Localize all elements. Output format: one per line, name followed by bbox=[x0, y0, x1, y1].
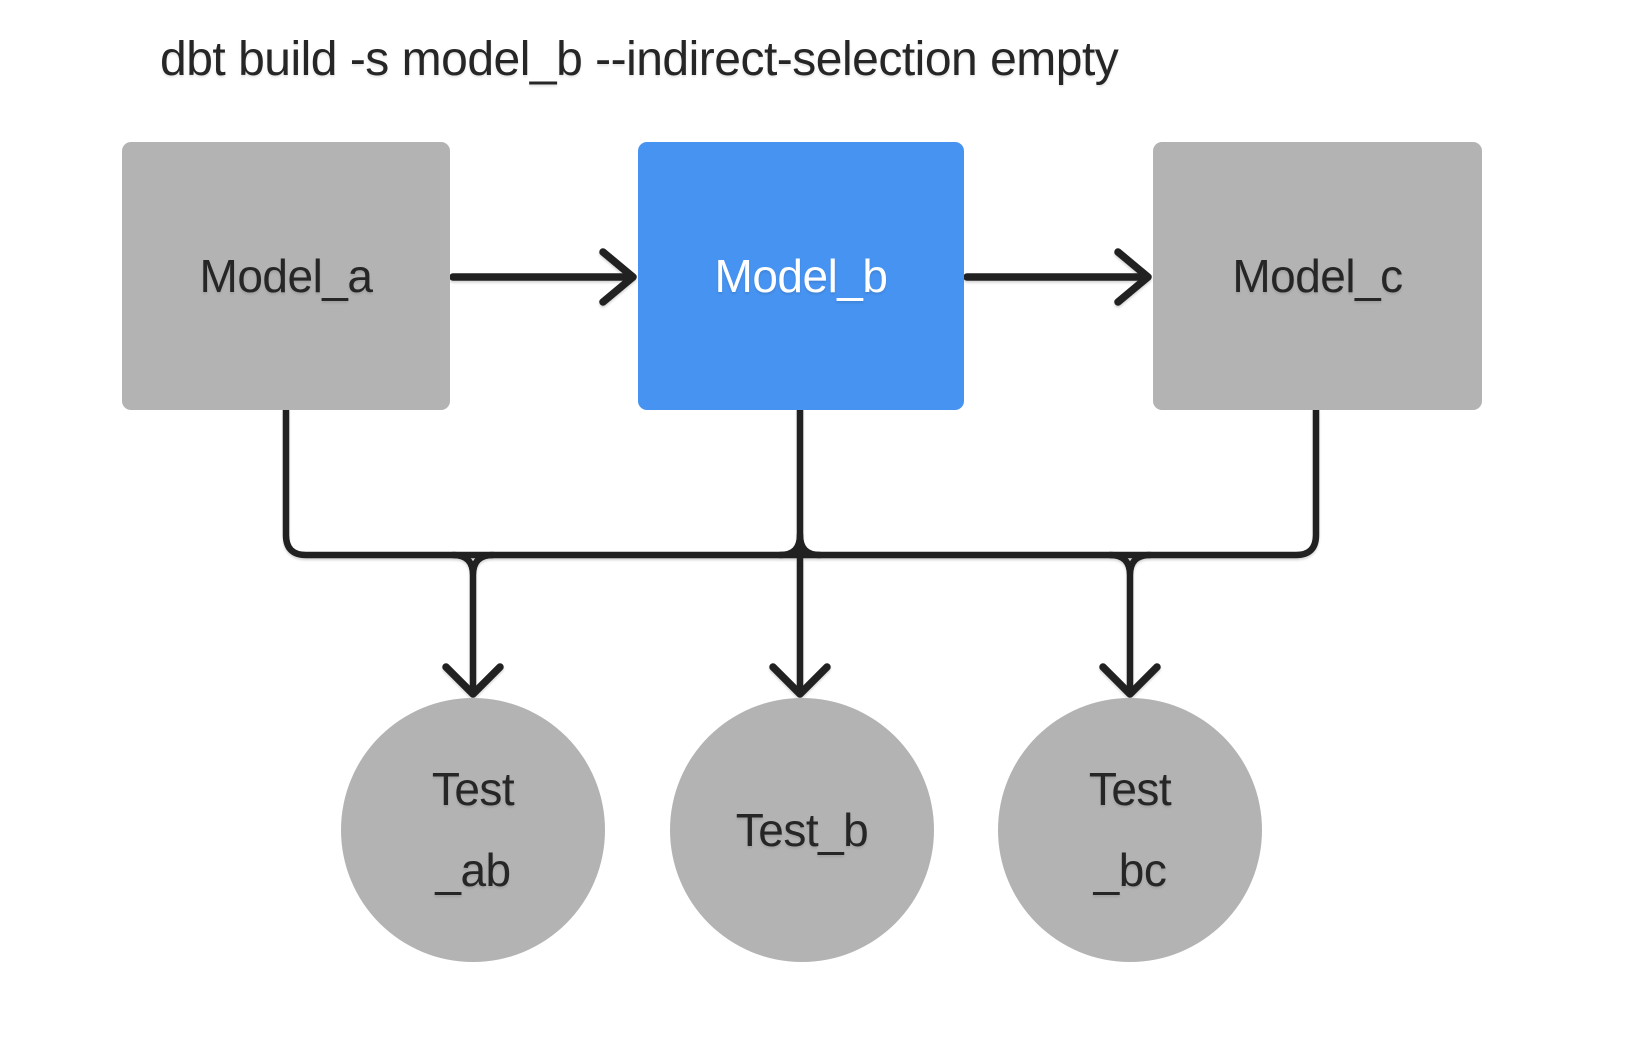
node-test-bc: Test _bc bbox=[998, 698, 1262, 962]
node-test-ab-label-line1: Test bbox=[431, 763, 515, 816]
arrowhead-model-b-icon bbox=[599, 248, 637, 306]
node-model-a: Model_a bbox=[122, 142, 450, 410]
node-test-ab-label-line2: _ab bbox=[435, 844, 511, 896]
node-model-a-label: Model_a bbox=[199, 250, 373, 302]
edge-branch-test-bc bbox=[1106, 551, 1154, 694]
node-model-c: Model_c bbox=[1153, 142, 1482, 410]
arrowhead-test-b-icon bbox=[769, 663, 831, 698]
node-model-b: Model_b bbox=[638, 142, 964, 410]
node-test-b: Test_b bbox=[670, 698, 934, 962]
node-model-c-label: Model_c bbox=[1232, 250, 1403, 302]
edge-model-b-fillets bbox=[776, 531, 824, 559]
edge-branch-test-ab bbox=[449, 551, 497, 694]
arrowhead-test-ab-icon bbox=[442, 663, 504, 698]
arrowhead-test-bc-icon bbox=[1099, 663, 1161, 698]
node-test-bc-label-line2: _bc bbox=[1093, 844, 1167, 896]
node-test-bc-label-line1: Test bbox=[1088, 763, 1172, 816]
diagram-title: dbt build -s model_b --indirect-selectio… bbox=[160, 33, 1119, 86]
node-model-b-label: Model_b bbox=[714, 250, 888, 302]
node-test-b-label-line1: Test_b bbox=[735, 803, 869, 856]
node-test-ab: Test _ab bbox=[341, 698, 605, 962]
arrowhead-model-c-icon bbox=[1114, 248, 1152, 306]
